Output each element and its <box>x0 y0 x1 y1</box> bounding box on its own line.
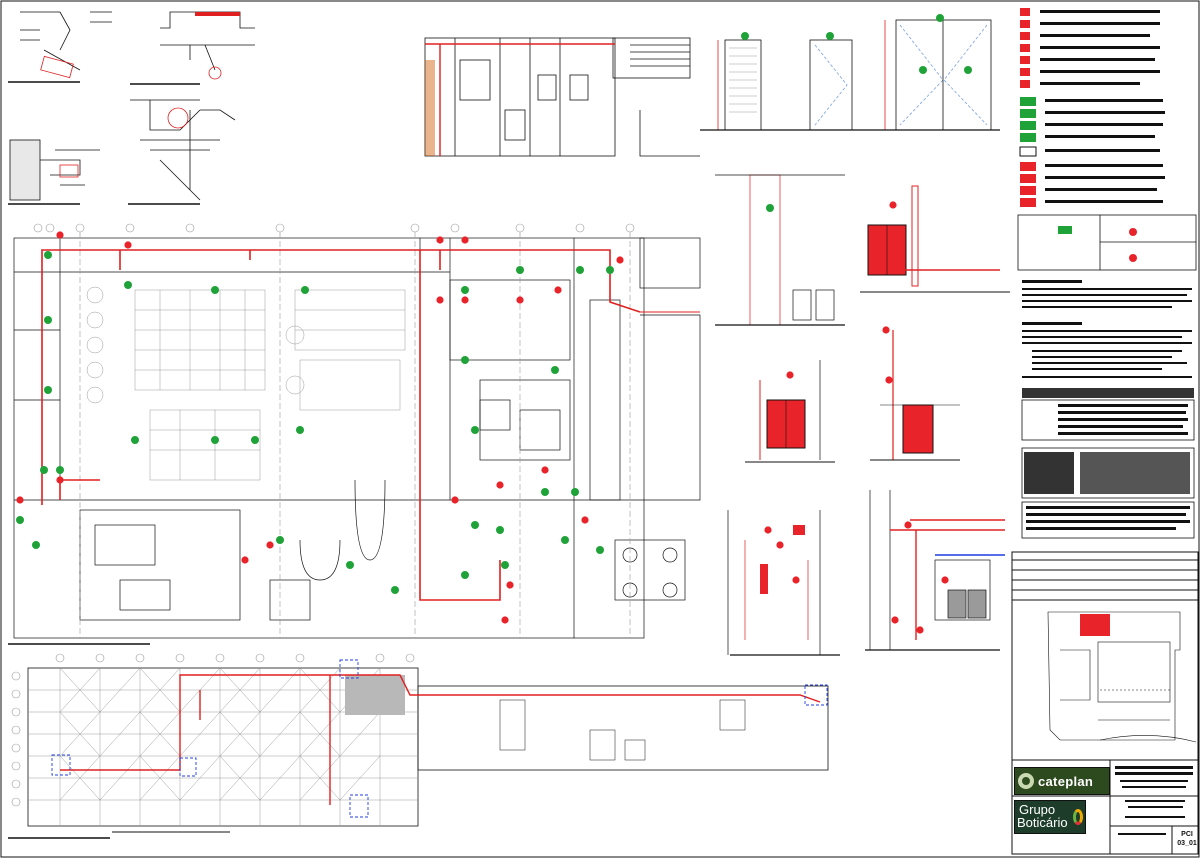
exit-sign-icon <box>56 466 64 474</box>
extinguisher-icon <box>776 541 784 549</box>
exit-sign-icon <box>211 286 219 294</box>
cateplan-logo-mark-icon <box>1018 773 1034 789</box>
exit-sign-icon <box>571 488 579 496</box>
extinguisher-icon <box>501 616 509 624</box>
key-plan-site-map <box>1047 611 1197 743</box>
extinguisher-icon <box>506 581 514 589</box>
extinguisher-icon <box>436 236 444 244</box>
extinguisher-icon <box>516 296 524 304</box>
hydrant-elevation-1 <box>715 174 845 326</box>
extinguisher-icon <box>764 526 772 534</box>
pump-valve-elevation <box>865 490 1005 651</box>
extinguisher-icon <box>16 496 24 504</box>
construction-details-group <box>8 11 255 205</box>
fire-safety-symbols <box>16 14 972 634</box>
exit-sign-icon <box>496 526 504 534</box>
grupo-boticario-logo: Grupo Boticário <box>1014 800 1086 834</box>
exit-sign-icon <box>461 286 469 294</box>
exit-sign-icon <box>346 561 354 569</box>
legend-panel <box>1017 8 1197 271</box>
exit-sign-icon <box>391 586 399 594</box>
hydrant-cabinet-elevation-3 <box>745 360 835 463</box>
extinguisher-icon <box>792 576 800 584</box>
extinguisher-icon <box>436 296 444 304</box>
main-floor-plan <box>8 223 701 645</box>
extinguisher-icon <box>904 521 912 529</box>
exit-sign-icon <box>296 426 304 434</box>
extinguisher-icon <box>941 576 949 584</box>
exit-sign-icon <box>501 561 509 569</box>
extinguisher-icon <box>266 541 274 549</box>
exit-sign-icon <box>461 356 469 364</box>
extinguisher-icon <box>461 296 469 304</box>
exit-sign-icon <box>766 204 774 212</box>
extinguisher-icon <box>541 466 549 474</box>
exit-sign-icon <box>576 266 584 274</box>
exit-sign-icon <box>741 32 749 40</box>
extinguisher-icon <box>461 236 469 244</box>
exit-sign-icon <box>516 266 524 274</box>
title-block-text-bars <box>1115 766 1193 835</box>
exit-sign-icon <box>964 66 972 74</box>
extinguisher-icon <box>891 616 899 624</box>
exit-sign-icon <box>561 536 569 544</box>
cateplan-logo: cateplan <box>1014 767 1110 795</box>
sheet-number: 03_01 <box>1177 840 1197 847</box>
boticario-logo-ring-icon <box>1073 809 1083 825</box>
extinguisher-icon <box>889 201 897 209</box>
exit-sign-icon <box>606 266 614 274</box>
sheet-label: PCI <box>1181 831 1193 838</box>
hydrant-cabinet-elevation-2 <box>860 185 1010 293</box>
sheet-code: PCI 03_01 <box>1176 830 1198 848</box>
exit-sign-icon <box>919 66 927 74</box>
exit-sign-icon <box>44 251 52 259</box>
company-name: cateplan <box>1038 773 1094 789</box>
exit-sign-icon <box>16 516 24 524</box>
exit-sign-icon <box>596 546 604 554</box>
extinguisher-icon <box>882 326 890 334</box>
exit-sign-icon <box>551 366 559 374</box>
extinguisher-icon <box>496 481 504 489</box>
exit-sign-icon <box>301 286 309 294</box>
extinguisher-icon <box>885 376 893 384</box>
exit-sign-icon <box>32 541 40 549</box>
title-block-frame <box>1011 551 1199 855</box>
extinguisher-icon <box>56 476 64 484</box>
door-elevations-group <box>700 19 1000 131</box>
extinguisher-icon <box>241 556 249 564</box>
extinguisher-icon <box>554 286 562 294</box>
general-notes-block <box>1021 280 1195 539</box>
extinguisher-elevation <box>727 510 840 656</box>
exit-sign-icon <box>826 32 834 40</box>
exit-sign-icon <box>44 386 52 394</box>
extinguisher-icon <box>786 371 794 379</box>
exit-sign-icon <box>461 571 469 579</box>
exit-sign-icon <box>44 316 52 324</box>
extinguisher-icon <box>616 256 624 264</box>
extinguisher-icon <box>916 626 924 634</box>
exit-sign-icon <box>40 466 48 474</box>
exit-sign-icon <box>276 536 284 544</box>
extinguisher-icon <box>451 496 459 504</box>
extinguisher-icon <box>124 241 132 249</box>
partial-floor-plan-top <box>424 37 700 157</box>
ceiling-grid-plan <box>8 653 829 839</box>
exit-sign-icon <box>124 281 132 289</box>
exit-sign-icon <box>211 436 219 444</box>
extinguisher-icon <box>56 231 64 239</box>
client-name-line2: Boticário <box>1017 815 1068 830</box>
exit-sign-icon <box>936 14 944 22</box>
exit-sign-icon <box>471 521 479 529</box>
exit-sign-icon <box>131 436 139 444</box>
exit-sign-icon <box>471 426 479 434</box>
client-name-line1: Grupo <box>1019 802 1056 817</box>
exit-sign-icon <box>251 436 259 444</box>
hydrant-cabinet-elevation-4 <box>870 330 960 461</box>
extinguisher-icon <box>581 516 589 524</box>
exit-sign-icon <box>541 488 549 496</box>
